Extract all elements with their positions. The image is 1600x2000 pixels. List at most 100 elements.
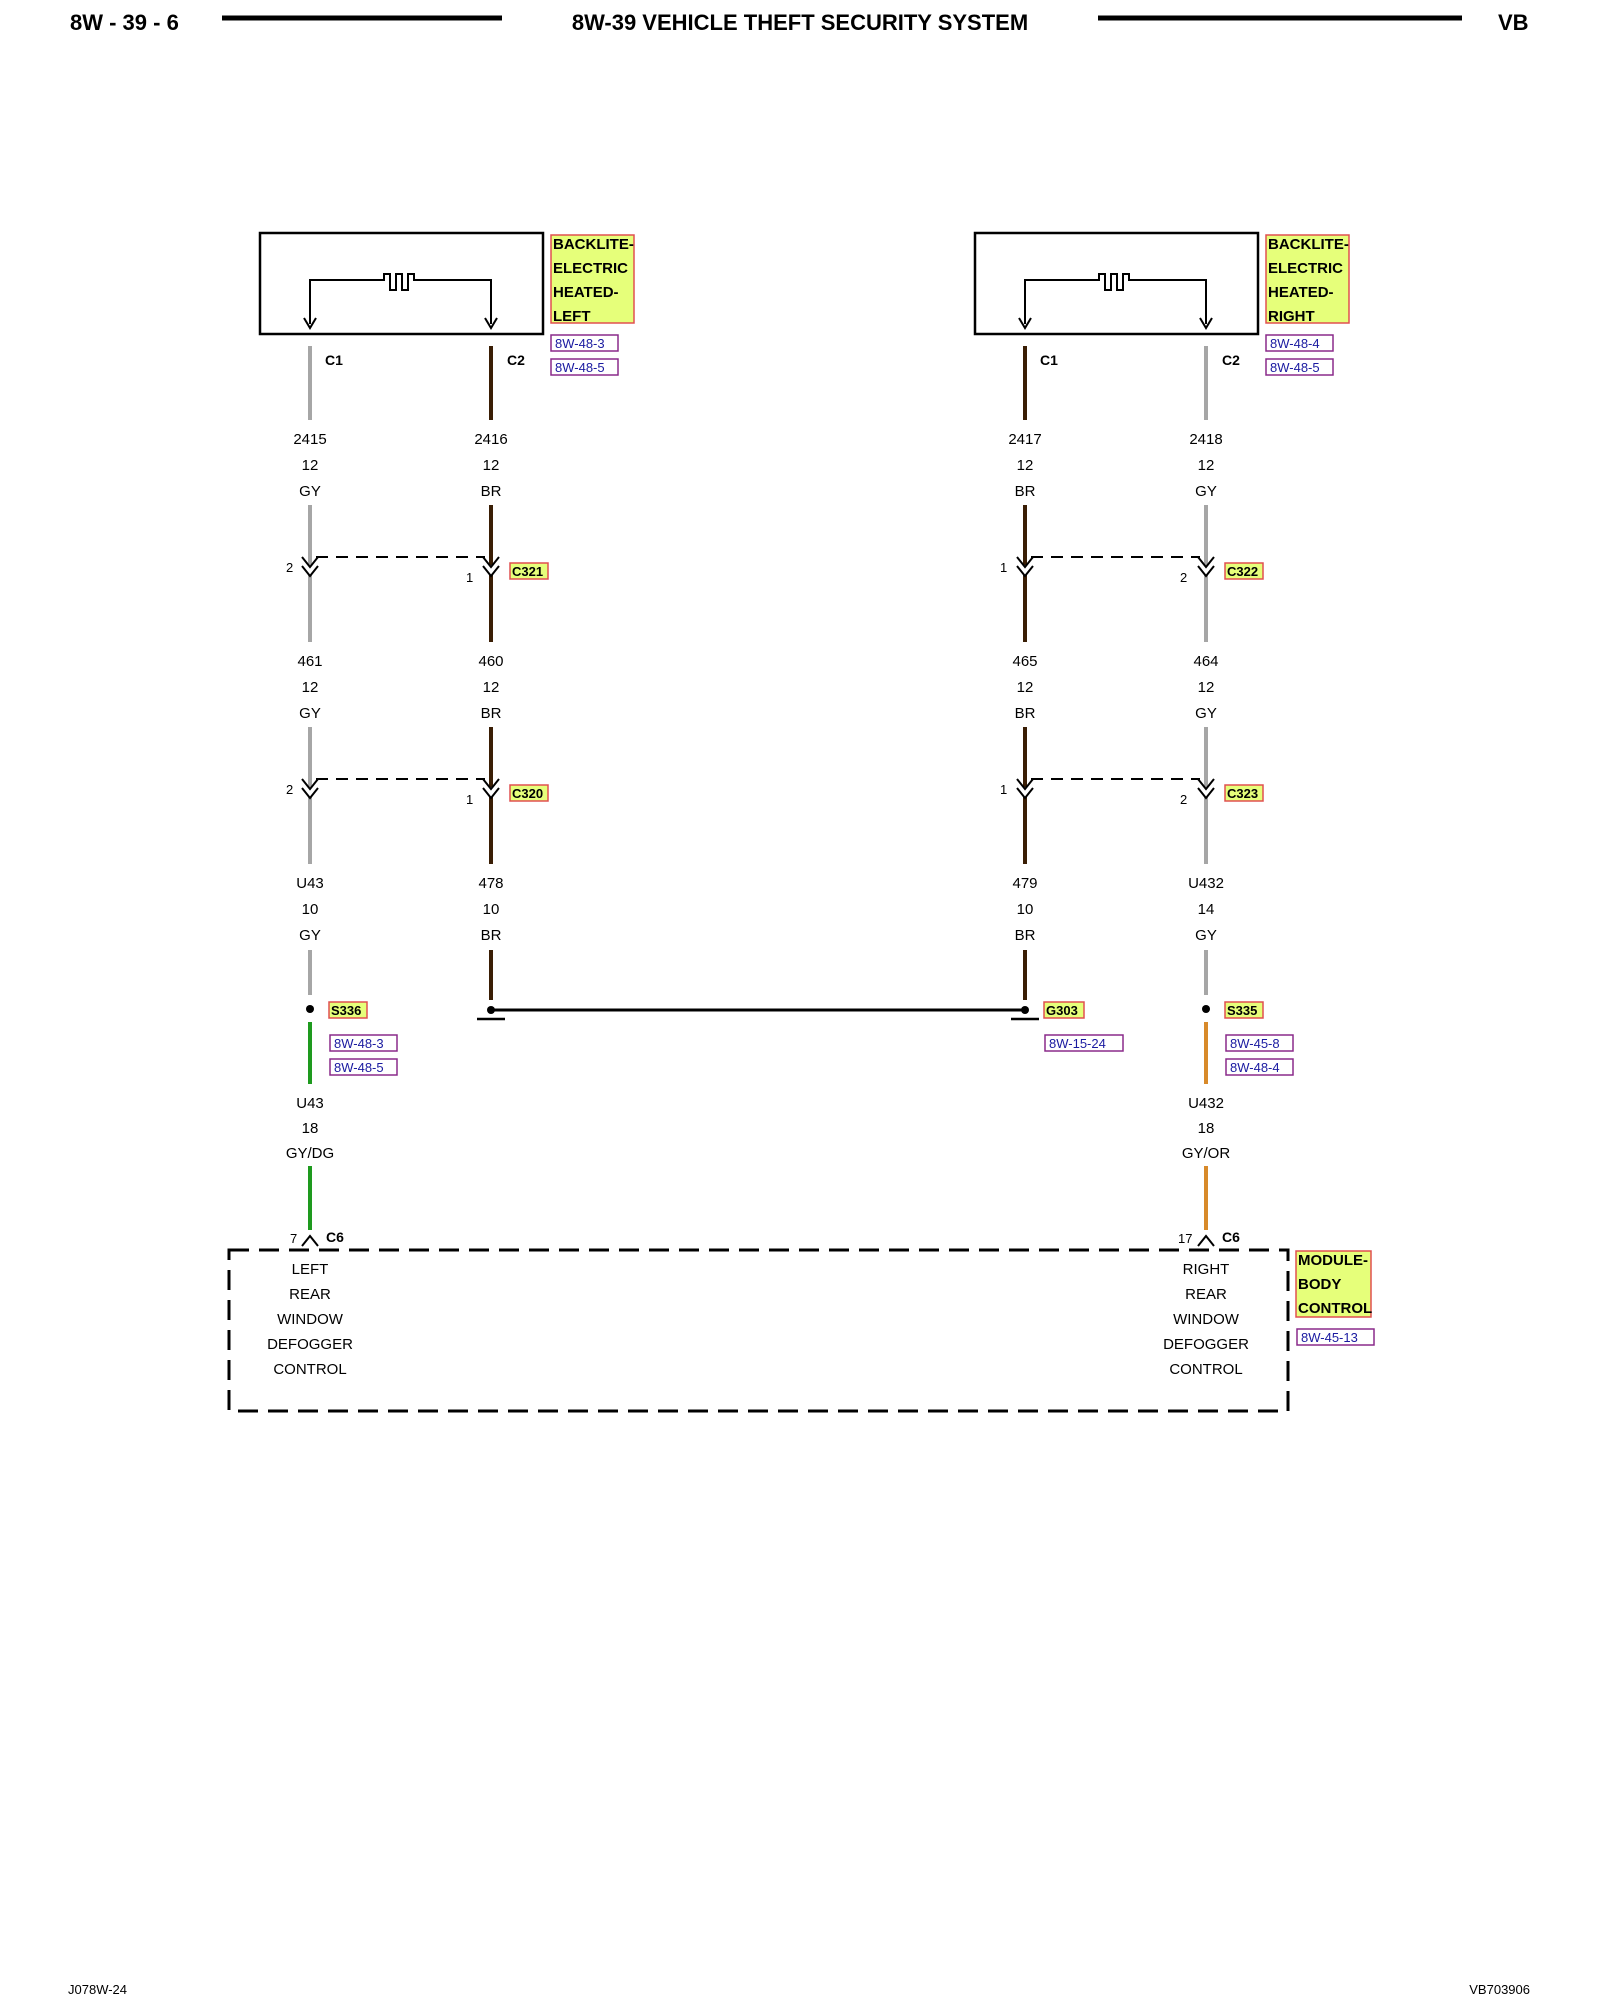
s335-ref1[interactable]: [1225, 1034, 1294, 1052]
backlite-left-c1: C1: [325, 352, 343, 368]
heater-grid-left-icon: [309, 273, 492, 324]
heater-grid-right-icon: [1024, 273, 1207, 324]
c321-tag: C321: [512, 564, 543, 579]
backlite-right-ref1-text: 8W-48-4: [1270, 336, 1320, 351]
label-2417-color: BR: [1015, 483, 1036, 500]
backlite-right-ref1[interactable]: [1265, 334, 1334, 352]
s336-ref1[interactable]: [329, 1034, 398, 1052]
bcm-left-pin-icon: [301, 1234, 319, 1247]
label-2415-color: GY: [299, 483, 321, 500]
c323-pin-right: 2: [1180, 792, 1187, 807]
bcm-left-func-3: WINDOW: [277, 1311, 344, 1328]
s335-ref1-text: 8W-45-8: [1230, 1036, 1280, 1051]
bcm-right-func-3: WINDOW: [1173, 1311, 1240, 1328]
wire-labels: 2415 12 GY 2416 12 BR 2417 12 BR 2418 12…: [286, 431, 1231, 1162]
label-464-gauge: 12: [1198, 679, 1215, 696]
s336-dot-icon: [306, 1005, 314, 1013]
backlite-left-ref2[interactable]: [550, 358, 619, 376]
body-control-module: 7 C6 17 C6 LEFT REAR WINDOW DEFOGGER CON…: [227, 1229, 1375, 1413]
backlite-right-c2: C2: [1222, 352, 1240, 368]
c323-pin-right-icon: [1197, 778, 1215, 800]
label-465-gauge: 12: [1017, 679, 1034, 696]
c320-pin-left: 2: [286, 782, 293, 797]
label-u43-18-gauge: 18: [302, 1120, 319, 1137]
bcm-label-line3: CONTROL: [1298, 1300, 1372, 1317]
label-2417-circuit: 2417: [1008, 431, 1041, 448]
c320-pin-right-icon: [482, 778, 500, 800]
s335-tag-bg[interactable]: [1224, 1001, 1264, 1019]
backlite-right-label-bg: [1265, 234, 1350, 324]
label-2415-gauge: 12: [302, 457, 319, 474]
label-2418-color: GY: [1195, 483, 1217, 500]
label-2418-gauge: 12: [1198, 457, 1215, 474]
c323-pin-left: 1: [1000, 782, 1007, 797]
bcm-right-func-2: REAR: [1185, 1286, 1227, 1303]
backlite-left-c2: C2: [507, 352, 525, 368]
c322-tag-bg[interactable]: [1224, 562, 1264, 580]
label-2416-circuit: 2416: [474, 431, 507, 448]
bcm-left-func-4: DEFOGGER: [267, 1336, 353, 1353]
splice-s335: S335 8W-45-8 8W-48-4: [1202, 1001, 1294, 1076]
bcm-right-func-5: CONTROL: [1169, 1361, 1242, 1378]
label-u43-circuit: U43: [296, 875, 324, 892]
label-478-circuit: 478: [478, 875, 503, 892]
c321-tag-bg[interactable]: [509, 562, 549, 580]
backlite-left-box: [258, 231, 545, 336]
backlite-right-ref2-text: 8W-48-5: [1270, 360, 1320, 375]
c322-pin-left: 1: [1000, 560, 1007, 575]
bcm-left-func-2: REAR: [289, 1286, 331, 1303]
backlite-right-line1: BACKLITE-: [1268, 236, 1349, 253]
bcm-ref[interactable]: [1296, 1328, 1375, 1346]
bcm-left-func-5: CONTROL: [273, 1361, 346, 1378]
label-460-circuit: 460: [478, 653, 503, 670]
c321-pin-right: 1: [466, 570, 473, 585]
c323-tag: C323: [1227, 786, 1258, 801]
g303-tag-bg[interactable]: [1043, 1001, 1085, 1019]
arrow-left-icon: [303, 317, 498, 330]
backlite-right: BACKLITE- ELECTRIC HEATED- RIGHT 8W-48-4…: [973, 231, 1350, 376]
connector-c320: 2 1 C320: [286, 778, 549, 807]
bcm-right-pin: 17: [1178, 1231, 1192, 1246]
s335-ref2[interactable]: [1225, 1058, 1294, 1076]
backlite-right-ref2[interactable]: [1265, 358, 1334, 376]
bcm-label-bg: [1295, 1250, 1372, 1318]
c322-tag: C322: [1227, 564, 1258, 579]
c322-pin-right: 2: [1180, 570, 1187, 585]
c323-tag-bg[interactable]: [1224, 784, 1264, 802]
label-u432-circuit: U432: [1188, 875, 1224, 892]
backlite-left-ref1[interactable]: [550, 334, 619, 352]
g303-ref[interactable]: [1044, 1034, 1124, 1052]
c322-pin-right-icon: [1197, 556, 1215, 578]
section-code: VB: [1498, 10, 1529, 35]
page-title: 8W-39 VEHICLE THEFT SECURITY SYSTEM: [572, 10, 1028, 35]
c321-pin-left-icon: [301, 556, 319, 578]
backlite-right-line2: ELECTRIC: [1268, 260, 1343, 277]
backlite-left-line2: ELECTRIC: [553, 260, 628, 277]
c320-tag-bg[interactable]: [509, 784, 549, 802]
bcm-right-connector: C6: [1222, 1229, 1240, 1245]
label-479-circuit: 479: [1012, 875, 1037, 892]
label-2416-gauge: 12: [483, 457, 500, 474]
ground-g303: G303 8W-15-24: [477, 1001, 1124, 1052]
c321-pin-right-icon: [482, 556, 500, 578]
wires: [308, 346, 1208, 1230]
backlite-right-c1: C1: [1040, 352, 1058, 368]
label-460-color: BR: [481, 705, 502, 722]
s336-tag: S336: [331, 1003, 361, 1018]
label-2418-circuit: 2418: [1189, 431, 1222, 448]
c321-pin-left: 2: [286, 560, 293, 575]
backlite-left-label-bg: [550, 234, 635, 324]
label-2415-circuit: 2415: [293, 431, 326, 448]
g303-left-dot-icon: [487, 1006, 495, 1014]
bcm-right-func-1: RIGHT: [1183, 1261, 1230, 1278]
label-u432-18-circuit: U432: [1188, 1095, 1224, 1112]
label-u43-gauge: 10: [302, 901, 319, 918]
s336-tag-bg[interactable]: [328, 1001, 368, 1019]
backlite-right-line4: RIGHT: [1268, 308, 1315, 325]
s336-ref2[interactable]: [329, 1058, 398, 1076]
g303-tag: G303: [1046, 1003, 1078, 1018]
label-465-circuit: 465: [1012, 653, 1037, 670]
label-u432-18-gauge: 18: [1198, 1120, 1215, 1137]
g303-ref-text: 8W-15-24: [1049, 1036, 1106, 1051]
